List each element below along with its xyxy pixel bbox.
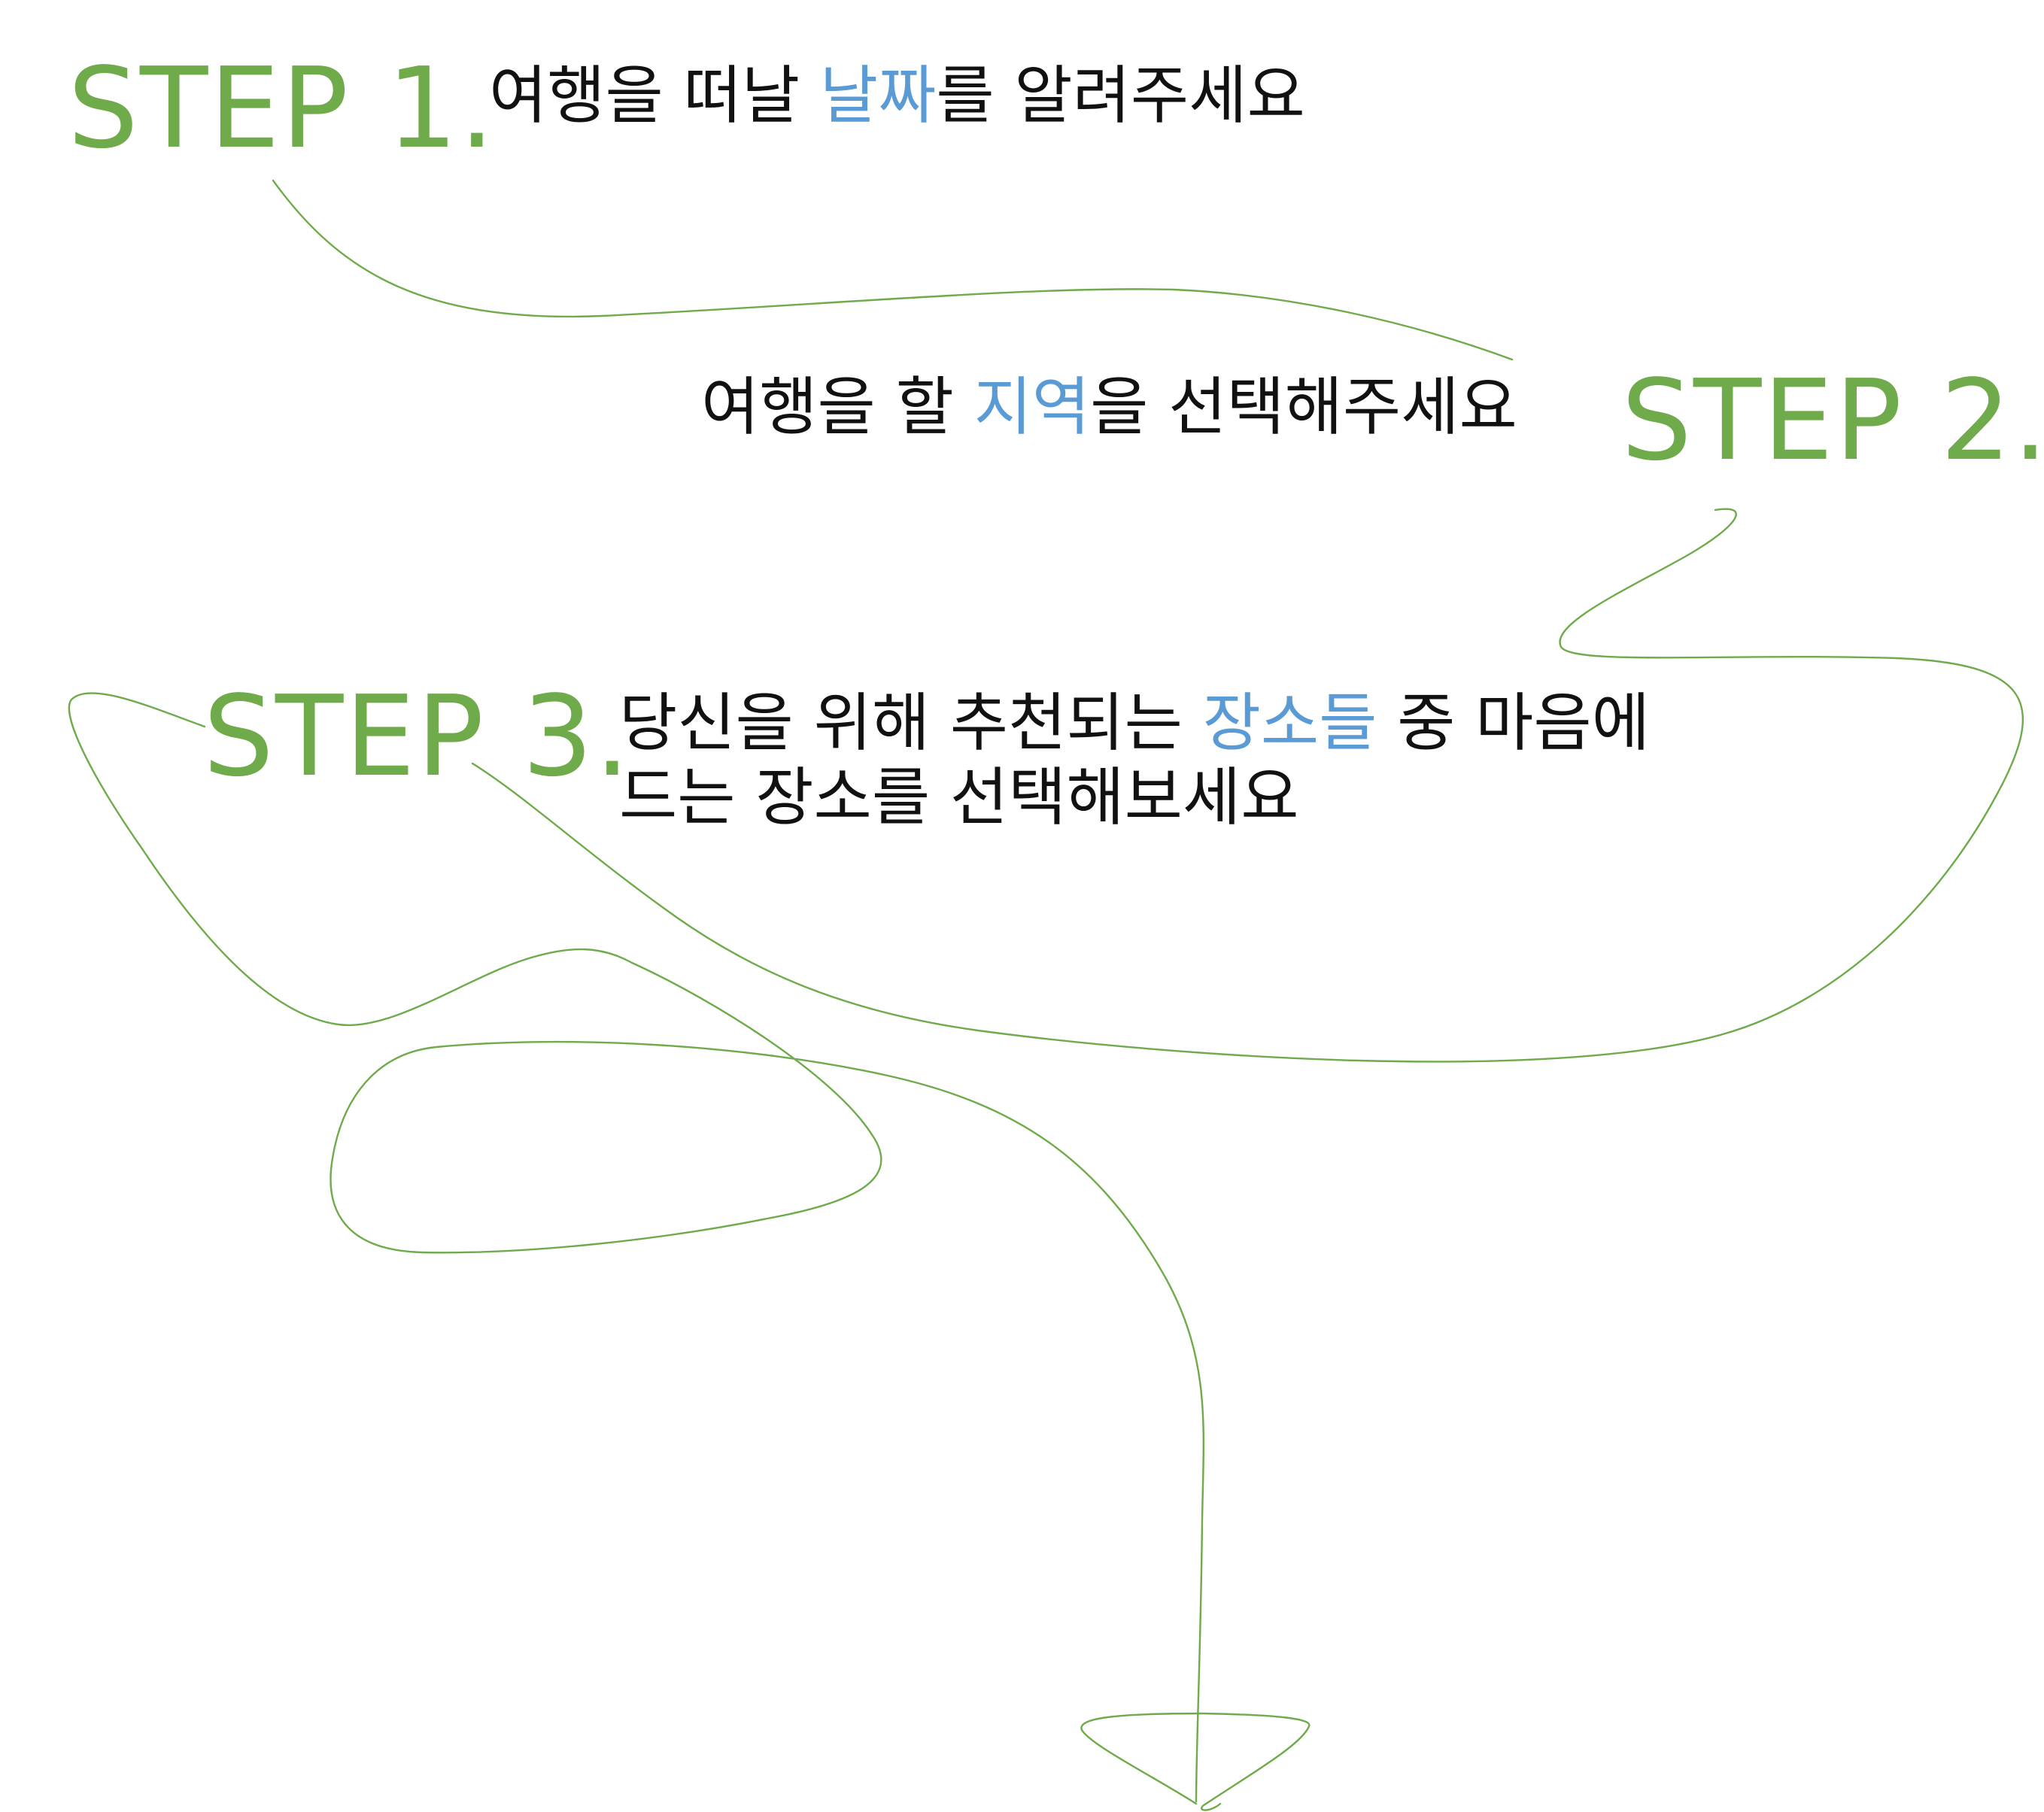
step-2-instruction: 여행을 할 지역을 선택해주세요 [701, 370, 1517, 445]
step-2-instruction-after: 을 선택해주세요 [1090, 370, 1517, 444]
step-1-instruction: 여행을 떠날 날짜를 알려주세요 [489, 59, 1305, 133]
flow-segment-step2-loop [471, 508, 2024, 1063]
step-1-instruction-highlight: 날짜 [819, 59, 937, 132]
step-3-instruction-line-1: 당신을 위해 추천되는 장소들 중 마음에 [619, 686, 1650, 760]
step-2-instruction-highlight: 지역 [973, 370, 1091, 444]
step-3-instruction-line-2: 드는 장소를 선택해보세요 [619, 760, 1299, 835]
flow-segment-left-loop [68, 692, 1205, 1803]
step-3-label: STEP 3. [203, 681, 631, 792]
arrow-down-icon [1080, 1712, 1311, 1811]
step-1-instruction-before: 여행을 떠날 [489, 59, 820, 132]
flow-line-group [68, 179, 2024, 1811]
step-1-label: STEP 1. [68, 53, 496, 164]
step-3-instruction-after: 중 마음에 [1377, 686, 1650, 760]
step-3-instruction-before: 당신을 위해 추천되는 [619, 686, 1203, 760]
step-1-instruction-after: 를 알려주세요 [936, 59, 1305, 132]
step-3-instruction: 당신을 위해 추천되는 장소들 중 마음에 드는 장소를 선택해보세요 [619, 686, 1650, 835]
step-2-label-text: STEP 2. [1621, 356, 2044, 485]
step-3-instruction-highlight: 장소들 [1202, 686, 1377, 760]
step-2-instruction-before: 여행을 할 [701, 370, 974, 444]
step-1-label-text: STEP 1. [68, 44, 497, 173]
step-3-label-text: STEP 3. [203, 672, 632, 801]
flow-segment-step1-to-step2 [272, 179, 1514, 361]
step-2-label: STEP 2. [1621, 365, 2044, 476]
